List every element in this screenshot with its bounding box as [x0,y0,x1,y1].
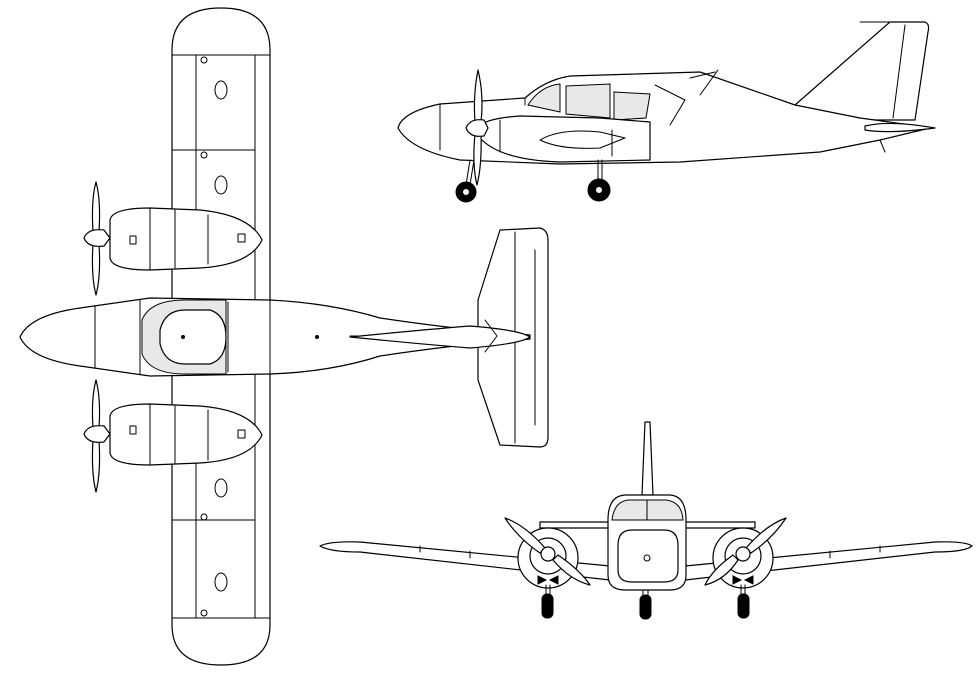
top-view-propeller-right [83,379,111,493]
side-view-antenna [699,69,719,96]
front-view-left-wheel [541,593,554,619]
top-view [19,7,549,666]
front-view-propeller-right [704,517,787,586]
side-view-nacelle [479,115,651,163]
front-view [319,421,973,620]
front-view-right-wheel [737,593,750,619]
top-view-nacelle-left [109,207,263,271]
front-view-nose-wheel [639,594,652,620]
top-view-dorsal-fin [349,325,531,349]
side-view-windows [527,83,651,121]
top-view-propeller-left [83,181,111,296]
front-view-propeller-left [504,517,591,586]
side-view-vertical-tail [794,21,930,121]
side-view [397,21,936,203]
wing-inspection-panels [200,56,228,617]
top-view-nacelle-right [109,403,263,466]
side-view-propeller [465,69,489,186]
front-view-vertical-tail [641,421,654,496]
side-view-horizontal-stabilizer [864,122,936,133]
